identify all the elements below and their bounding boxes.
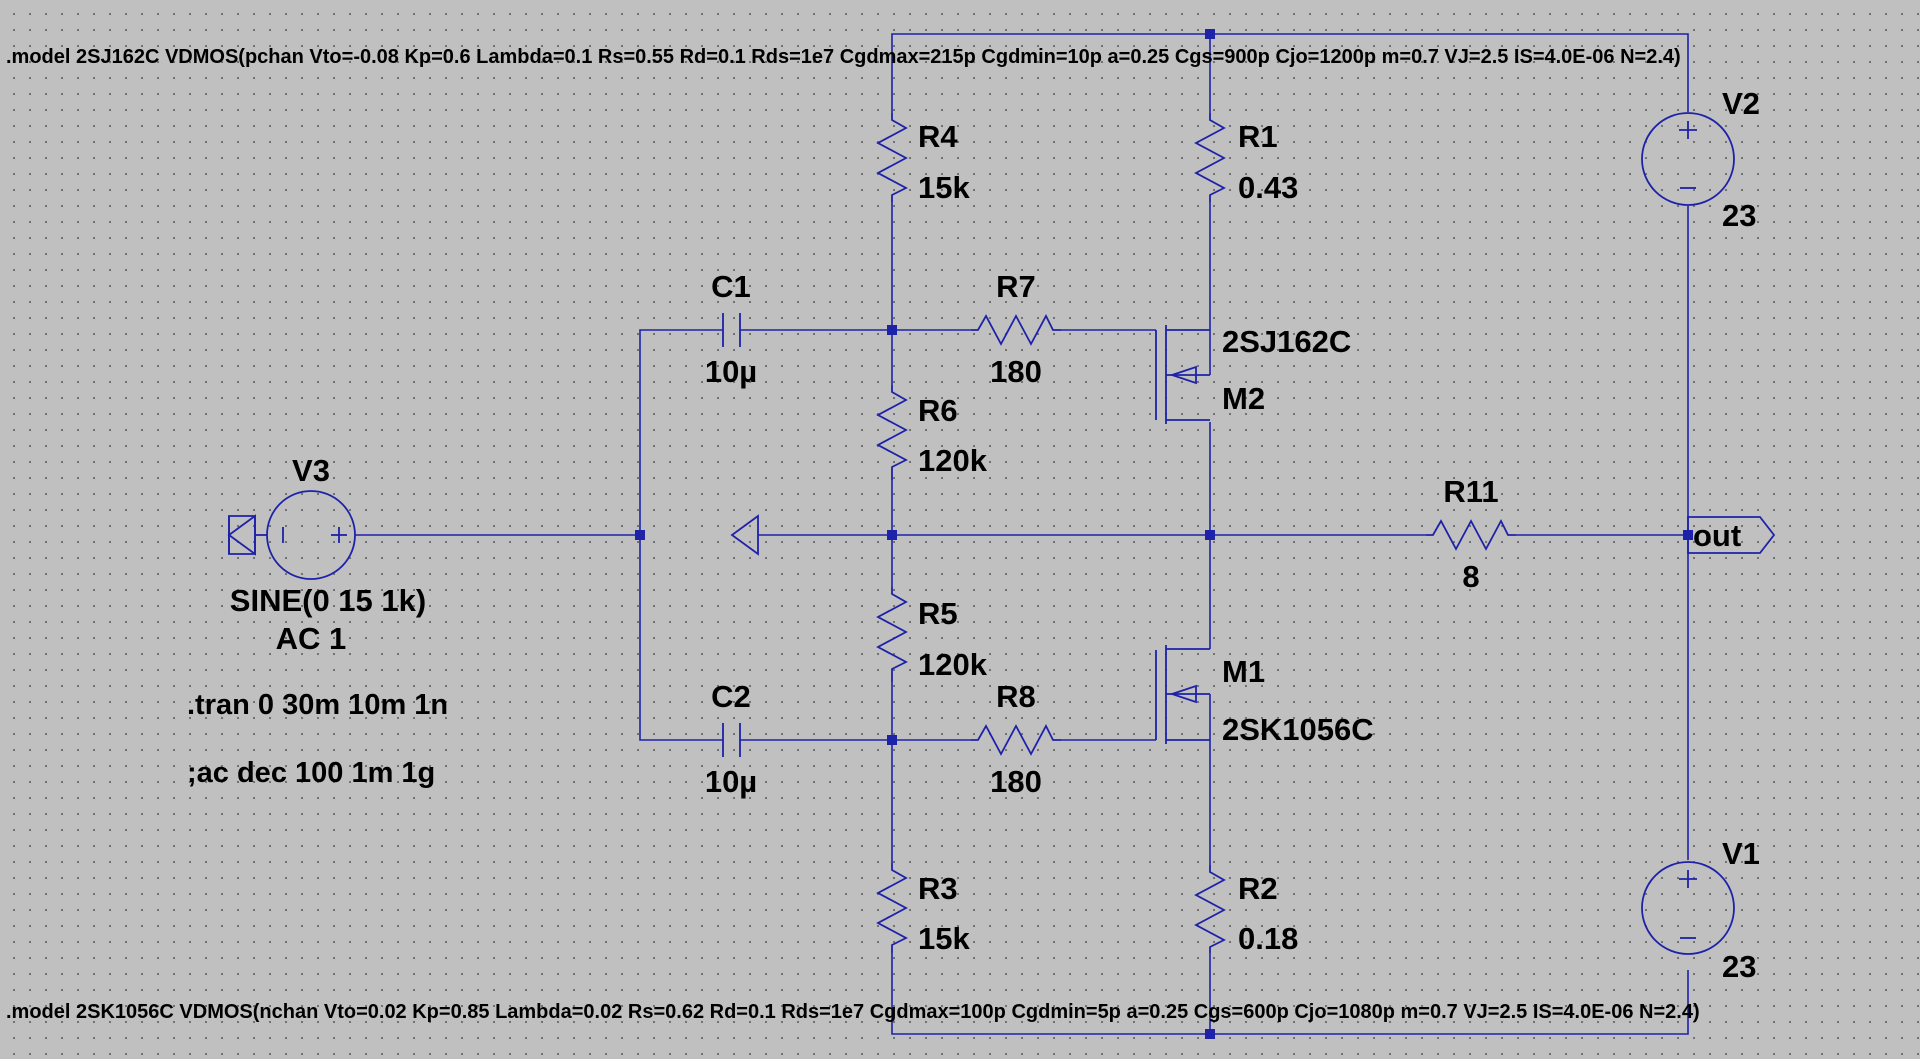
r4-value: 15k — [918, 170, 970, 205]
voltage-source-v1[interactable]: V1 23 — [1641, 836, 1760, 984]
capacitor-c2[interactable]: C2 10µ — [705, 679, 757, 799]
v3-ac: AC 1 — [276, 621, 347, 656]
resistor-r7[interactable]: R7 180 — [971, 269, 1061, 389]
net-label-out[interactable]: out — [1687, 516, 1776, 554]
r5-value: 120k — [918, 647, 988, 682]
v2-value: 23 — [1722, 198, 1756, 233]
v3-name: V3 — [292, 453, 330, 488]
resistor-r3[interactable]: R3 15k — [876, 863, 970, 956]
r4-name: R4 — [918, 119, 958, 154]
out-label: out — [1693, 518, 1741, 553]
c1-value: 10µ — [705, 354, 757, 389]
c2-value: 10µ — [705, 764, 757, 799]
r3-value: 15k — [918, 921, 970, 956]
mosfet-m2[interactable]: 2SJ162C M2 — [1155, 324, 1351, 424]
m1-model: 2SK1056C — [1222, 712, 1374, 747]
r6-name: R6 — [918, 393, 958, 428]
wires — [355, 33, 1689, 1035]
resistor-r4[interactable]: R4 15k — [876, 113, 970, 205]
v2-name: V2 — [1722, 86, 1760, 121]
r8-name: R8 — [996, 679, 1036, 714]
resistor-r8[interactable]: R8 180 — [971, 679, 1061, 799]
c1-name: C1 — [711, 269, 751, 304]
r6-value: 120k — [918, 443, 988, 478]
v3-value: SINE(0 15 1k) — [230, 583, 426, 618]
v1-name: V1 — [1722, 836, 1760, 871]
resistor-r1[interactable]: R1 0.43 — [1194, 113, 1298, 205]
r7-name: R7 — [996, 269, 1036, 304]
voltage-source-v3[interactable]: V3 SINE(0 15 1k) AC 1 — [230, 453, 426, 656]
model-2sk1056c-directive[interactable]: .model 2SK1056C VDMOS(nchan Vto=0.02 Kp=… — [6, 1001, 1700, 1023]
r2-name: R2 — [1238, 871, 1278, 906]
tran-directive[interactable]: .tran 0 30m 10m 1n — [187, 689, 448, 721]
r2-value: 0.18 — [1238, 921, 1298, 956]
ground-symbol-mid — [730, 514, 759, 556]
v1-value: 23 — [1722, 949, 1756, 984]
m2-name: M2 — [1222, 381, 1265, 416]
ground-symbol-left — [227, 514, 256, 556]
r1-value: 0.43 — [1238, 170, 1298, 205]
m2-model: 2SJ162C — [1222, 324, 1351, 359]
m1-name: M1 — [1222, 654, 1265, 689]
resistor-r11[interactable]: R11 8 — [1426, 474, 1516, 594]
c2-name: C2 — [711, 679, 751, 714]
voltage-source-v2[interactable]: V2 23 — [1641, 86, 1760, 233]
resistor-r5[interactable]: R5 120k — [876, 587, 988, 682]
model-2sj162c-directive[interactable]: .model 2SJ162C VDMOS(pchan Vto=-0.08 Kp=… — [6, 46, 1681, 68]
mosfet-m1[interactable]: M1 2SK1056C — [1155, 645, 1374, 747]
junctions — [635, 29, 1693, 1039]
r1-name: R1 — [1238, 119, 1278, 154]
r11-name: R11 — [1443, 474, 1498, 509]
r11-value: 8 — [1462, 559, 1479, 594]
r8-value: 180 — [990, 764, 1042, 799]
ac-directive[interactable]: ;ac dec 100 1m 1g — [187, 757, 435, 789]
r5-name: R5 — [918, 596, 958, 631]
resistor-r2[interactable]: R2 0.18 — [1194, 865, 1298, 956]
capacitor-c1[interactable]: C1 10µ — [705, 269, 757, 389]
resistor-r6[interactable]: R6 120k — [876, 385, 988, 480]
r7-value: 180 — [990, 354, 1042, 389]
r3-name: R3 — [918, 871, 958, 906]
